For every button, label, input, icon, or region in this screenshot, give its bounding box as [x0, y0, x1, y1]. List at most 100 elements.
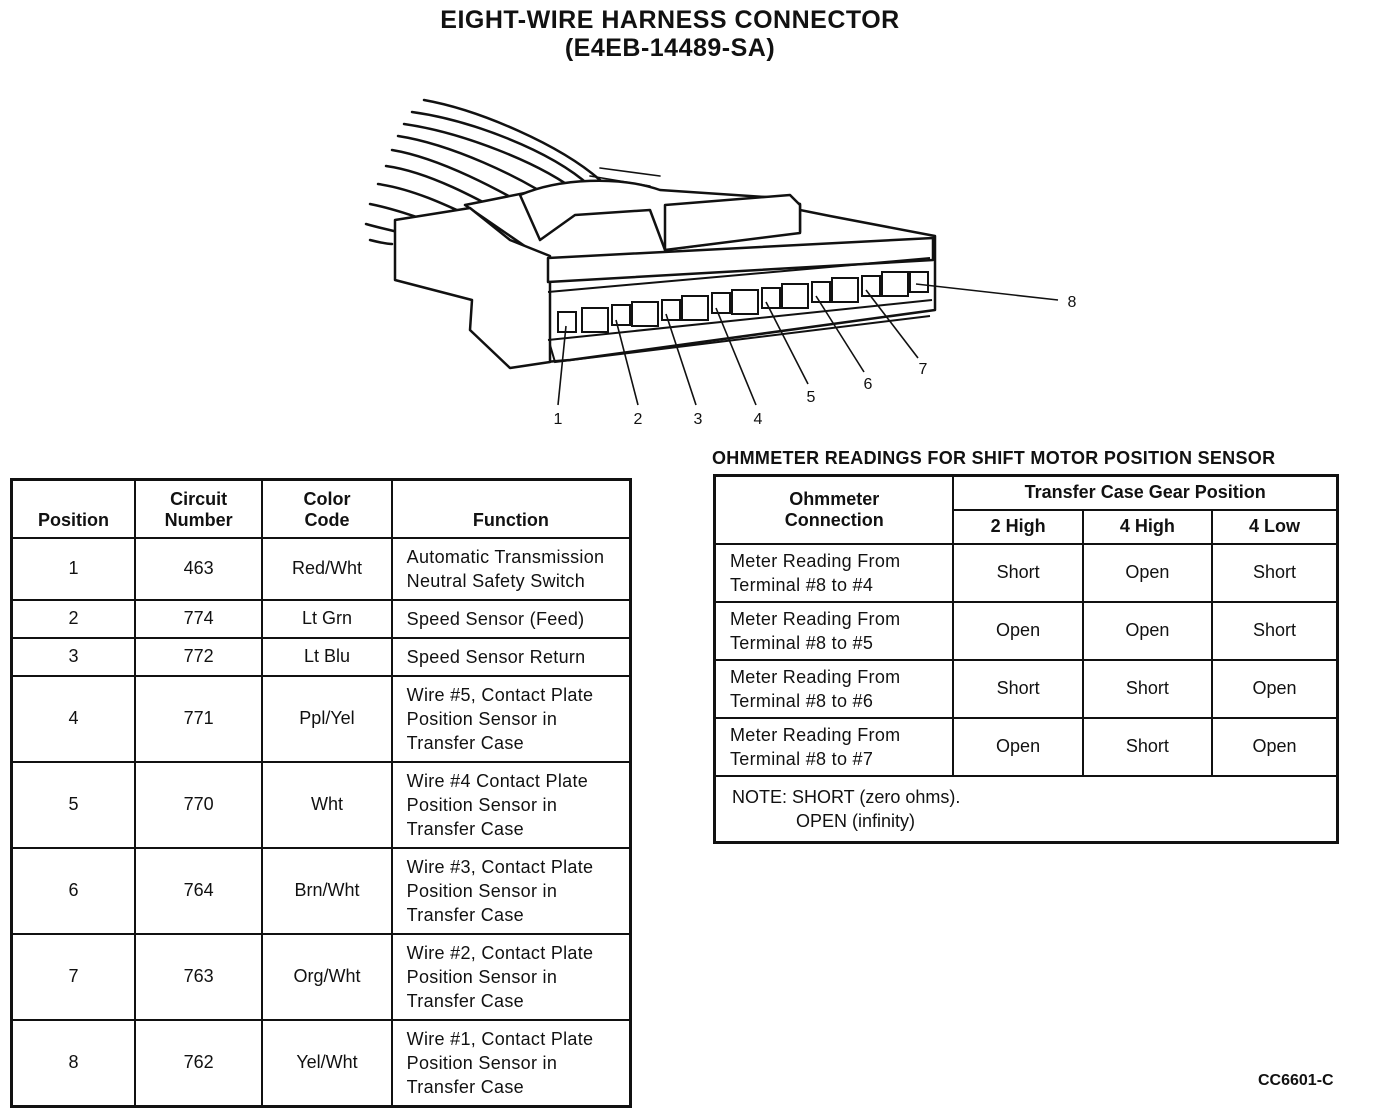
terminal-cavity	[861, 275, 881, 297]
cell-position: 2	[10, 598, 136, 639]
cell-circuit: 772	[133, 636, 264, 677]
terminal-cavity	[881, 271, 909, 297]
cell-function: Speed Sensor Return	[390, 636, 632, 677]
table-row: 3 772 Lt Blu Speed Sensor Return	[10, 636, 632, 677]
locking-tab-face	[663, 193, 802, 252]
cell-position: 7	[10, 932, 136, 1021]
cell-circuit: 764	[133, 846, 264, 935]
pin-label-4: 4	[754, 411, 763, 428]
pin-label-3: 3	[694, 411, 703, 428]
cell-circuit: 463	[133, 536, 264, 601]
pin-label-1: 1	[554, 411, 563, 428]
cell-reading: Short	[952, 542, 1084, 603]
cell-color: Red/Wht	[261, 536, 393, 601]
terminal-cavity	[781, 283, 809, 309]
cell-reading: Short	[952, 658, 1084, 719]
cell-reading: Short	[1081, 716, 1214, 777]
wire	[364, 222, 400, 234]
cell-reading: Open	[1081, 600, 1214, 661]
pin-label-2: 2	[634, 411, 643, 428]
cell-color: Ppl/Yel	[261, 674, 393, 763]
cell-color: Brn/Wht	[261, 846, 393, 935]
figure-id: CC6601-C	[1258, 1072, 1334, 1089]
leader-line-7	[865, 289, 919, 359]
pin-label-8: 8	[1068, 294, 1077, 311]
table-row: NOTE: SHORT (zero ohms).OPEN (infinity)	[713, 774, 1339, 843]
terminal-row-bottom	[547, 299, 933, 341]
cell-circuit: 771	[133, 674, 264, 763]
leader-line-2	[615, 319, 639, 406]
cell-color: Lt Blu	[261, 636, 393, 677]
terminal-cavity	[631, 301, 659, 327]
cell-circuit: 762	[133, 1018, 264, 1107]
header-position: Position	[10, 478, 136, 539]
pin-label-6: 6	[864, 376, 873, 393]
cell-reading: Open	[952, 716, 1084, 777]
header-2-high: 2 High	[952, 508, 1084, 545]
header-function: Function	[390, 478, 632, 539]
terminal-cavity	[811, 281, 831, 303]
table-row: 2 774 Lt Grn Speed Sensor (Feed)	[10, 598, 632, 639]
terminal-row-base	[549, 315, 931, 364]
header-gear-position: Transfer Case Gear Position	[952, 474, 1339, 511]
cell-reading: Short	[1211, 600, 1339, 661]
terminal-cavity	[909, 271, 929, 293]
terminal-cavity	[731, 289, 759, 315]
terminal-cavity	[761, 287, 781, 309]
cell-reading: Open	[952, 600, 1084, 661]
note-cell: NOTE: SHORT (zero ohms).OPEN (infinity)	[713, 774, 1339, 843]
terminal-cavity	[611, 304, 631, 326]
header-4-low: 4 Low	[1211, 508, 1339, 545]
cell-position: 4	[10, 674, 136, 763]
leader-line-6	[815, 295, 865, 373]
header-4-high: 4 High	[1081, 508, 1214, 545]
pin-label-7: 7	[919, 361, 928, 378]
cell-position: 6	[10, 846, 136, 935]
wire	[599, 167, 661, 177]
leader-line-1	[557, 325, 567, 406]
cell-color: Org/Wht	[261, 932, 393, 1021]
cell-circuit: 763	[133, 932, 264, 1021]
ohmmeter-table-caption: OHMMETER READINGS FOR SHIFT MOTOR POSITI…	[712, 448, 1276, 468]
cell-reading: Open	[1211, 658, 1339, 719]
cell-function: Speed Sensor (Feed)	[390, 598, 632, 639]
terminal-cavity	[831, 277, 859, 303]
cell-position: 8	[10, 1018, 136, 1107]
table-header-row: 2 High 4 High 4 Low	[715, 508, 1339, 545]
leader-line-3	[665, 313, 697, 406]
cell-reading: Open	[1211, 716, 1339, 777]
cell-position: 1	[10, 536, 136, 601]
connector-ridge	[546, 236, 935, 284]
terminal-cavity	[681, 295, 709, 321]
part-number-title: (E4EB-14489-SA)	[564, 34, 776, 62]
cell-position: 5	[10, 760, 136, 849]
leader-line-4	[715, 307, 757, 406]
connector-illustration: 1 2 3 4 5 6 7 8	[364, 98, 1077, 428]
pin-label-5: 5	[807, 389, 816, 406]
wire	[368, 238, 394, 246]
cell-color: Wht	[261, 760, 393, 849]
terminal-cavity	[661, 299, 681, 321]
